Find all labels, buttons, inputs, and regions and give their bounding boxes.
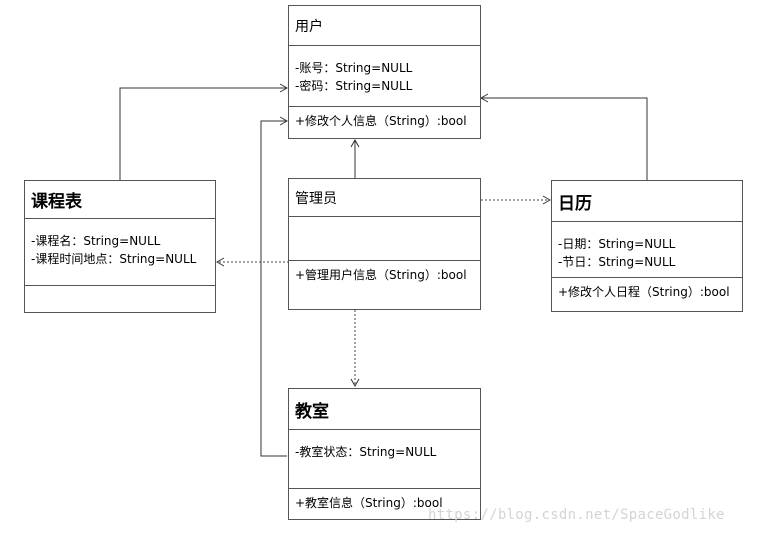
attributes-compartment: -账号：String=NULL -密码：String=NULL bbox=[289, 46, 480, 107]
operations-compartment: +修改个人日程（String）:bool bbox=[552, 278, 742, 311]
operation: +修改个人日程（String）:bool bbox=[558, 285, 730, 299]
attributes-compartment: -日期：String=NULL -节日：String=NULL bbox=[552, 222, 742, 278]
operations-compartment: +管理用户信息（String）:bool bbox=[289, 261, 480, 309]
class-classroom: 教室 -教室状态：String=NULL +教室信息（String）:bool bbox=[288, 388, 481, 520]
class-name-compartment: 用户 bbox=[289, 6, 480, 46]
class-name-compartment: 教室 bbox=[289, 389, 480, 430]
schedule-to-user-line bbox=[119, 83, 289, 180]
watermark: https://blog.csdn.net/SpaceGodlike bbox=[428, 507, 725, 523]
attribute: -课程名：String=NULL bbox=[31, 234, 161, 248]
classroom-to-user-line bbox=[260, 116, 289, 457]
class-name-compartment: 课程表 bbox=[25, 181, 215, 219]
class-name-compartment: 管理员 bbox=[289, 179, 480, 217]
class-admin: 管理员 +管理用户信息（String）:bool bbox=[288, 178, 481, 310]
operation: +教室信息（String）:bool bbox=[295, 496, 443, 510]
attribute: -教室状态：String=NULL bbox=[295, 445, 437, 459]
class-schedule: 课程表 -课程名：String=NULL -课程时间地点：String=NULL bbox=[24, 180, 216, 313]
class-user: 用户 -账号：String=NULL -密码：String=NULL +修改个人… bbox=[288, 5, 481, 139]
attribute: -节日：String=NULL bbox=[558, 255, 676, 269]
operations-compartment: +修改个人信息（String）:bool bbox=[289, 107, 480, 138]
operations-compartment bbox=[25, 286, 215, 312]
calendar-to-user-line bbox=[479, 93, 648, 180]
attribute: -账号：String=NULL bbox=[295, 61, 413, 75]
class-name: 管理员 bbox=[295, 190, 337, 207]
operations-compartment: +教室信息（String）:bool bbox=[289, 489, 480, 519]
attributes-compartment: -课程名：String=NULL -课程时间地点：String=NULL bbox=[25, 219, 215, 286]
class-name-compartment: 日历 bbox=[552, 181, 742, 222]
class-name: 课程表 bbox=[31, 192, 82, 212]
class-name: 教室 bbox=[295, 401, 329, 422]
attributes-compartment bbox=[289, 217, 480, 261]
class-name: 日历 bbox=[558, 193, 592, 214]
operation: +管理用户信息（String）:bool bbox=[295, 268, 467, 282]
attributes-compartment: -教室状态：String=NULL bbox=[289, 430, 480, 489]
attribute: -课程时间地点：String=NULL bbox=[31, 252, 197, 266]
class-name: 用户 bbox=[295, 18, 323, 35]
attribute: -日期：String=NULL bbox=[558, 237, 676, 251]
operation: +修改个人信息（String）:bool bbox=[295, 114, 467, 128]
attribute: -密码：String=NULL bbox=[295, 79, 413, 93]
class-calendar: 日历 -日期：String=NULL -节日：String=NULL +修改个人… bbox=[551, 180, 743, 312]
